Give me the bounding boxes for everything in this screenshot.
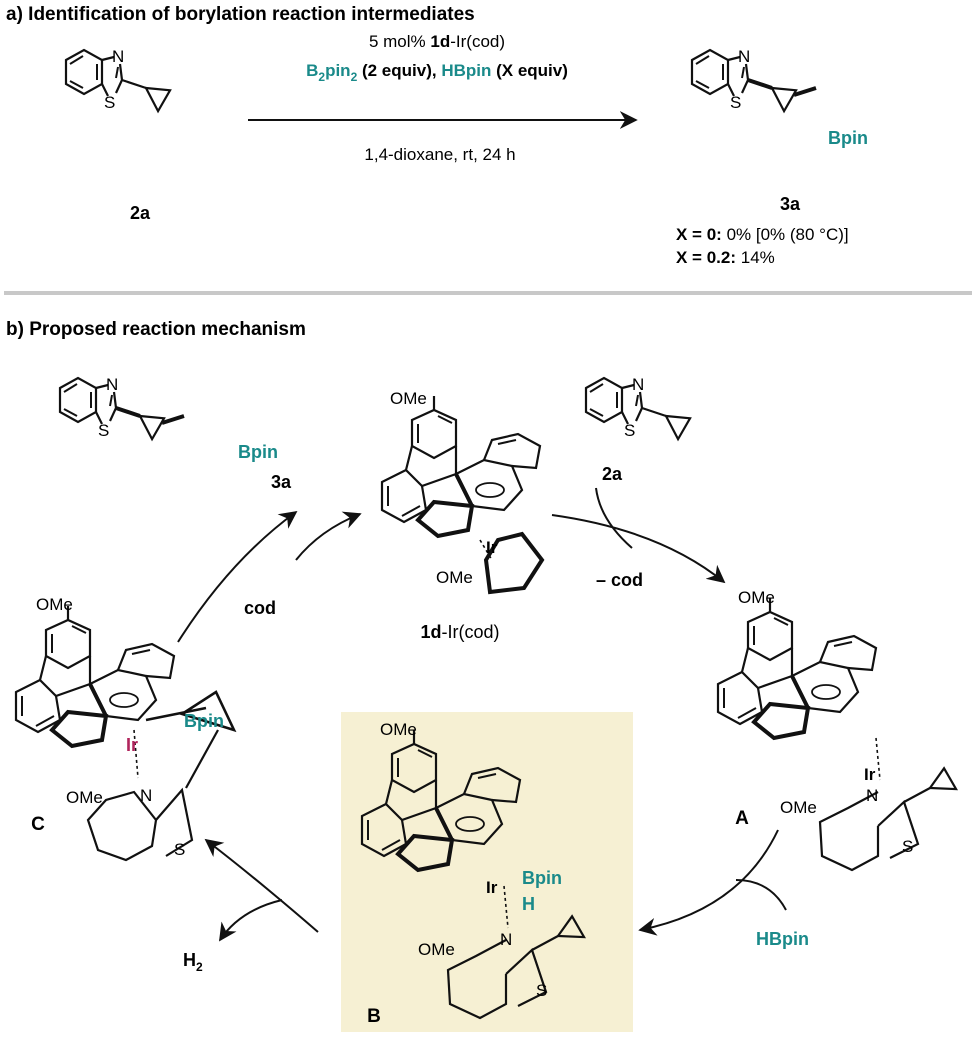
- arrow-h2-out: [219, 899, 283, 942]
- section-a-title: a) Identification of borylation reaction…: [6, 4, 475, 25]
- arrow-hbpin-in: [735, 879, 787, 911]
- A-ir: Ir: [864, 765, 876, 784]
- catalyst-1d-ir-cod-structure: [380, 396, 545, 595]
- catalyst-ir: Ir: [486, 538, 498, 557]
- arrow-cod-to-cat: [295, 511, 362, 561]
- product-bpin: Bpin: [828, 128, 868, 148]
- svg-text:S: S: [624, 421, 635, 440]
- section-b-title: b) Proposed reaction mechanism: [6, 319, 306, 340]
- substrate-2a-structure: N S: [64, 47, 172, 113]
- label-3a: 3a: [780, 194, 801, 214]
- mech-label-3a: 3a: [271, 472, 292, 492]
- label-hbpin: HBpin: [756, 929, 809, 949]
- svg-text:N: N: [106, 375, 118, 394]
- C-s: S: [174, 840, 185, 859]
- A-ome-bottom: OMe: [780, 798, 817, 817]
- svg-text:N: N: [112, 47, 124, 66]
- svg-text:S: S: [104, 93, 115, 112]
- A-s: S: [902, 837, 913, 856]
- A-ome-top: OMe: [738, 588, 775, 607]
- arrow-2a-in: [595, 487, 633, 549]
- label-B: B: [367, 1006, 381, 1027]
- A-n: N: [866, 786, 878, 805]
- mech-product-bpin: Bpin: [238, 442, 278, 462]
- intermediate-A-structure: [716, 598, 958, 872]
- C-ome-bottom: OMe: [66, 788, 103, 807]
- catalyst-label: 1d-Ir(cod): [420, 622, 499, 642]
- B-ir: Ir: [486, 878, 498, 897]
- arrow-A-to-B: [638, 829, 779, 936]
- B-n: N: [500, 930, 512, 949]
- arrow-C-to-3a: [177, 510, 298, 643]
- intermediate-C-structure: [14, 606, 237, 862]
- catalyst-ome-bottom: OMe: [436, 568, 473, 587]
- svg-text:S: S: [98, 421, 109, 440]
- arrow-B-to-C: [204, 838, 319, 933]
- B-s: S: [536, 981, 547, 1000]
- section-divider: [4, 291, 972, 295]
- C-bpin: Bpin: [184, 711, 224, 731]
- label-2a: 2a: [130, 203, 151, 223]
- B-ome-bottom: OMe: [418, 940, 455, 959]
- label-C: C: [31, 814, 45, 835]
- result-x02: X = 0.2: 14%: [676, 248, 775, 267]
- mech-product-3a-structure: N S: [58, 375, 185, 441]
- conditions-line3: 1,4-dioxane, rt, 24 h: [364, 145, 515, 164]
- conditions-line2: B2pin2 (2 equiv), HBpin (X equiv): [306, 61, 568, 84]
- label-h2: H2: [183, 950, 203, 974]
- svg-text:N: N: [632, 375, 644, 394]
- svg-text:N: N: [738, 47, 750, 66]
- B-hydride: H: [522, 894, 535, 914]
- C-ome-top: OMe: [36, 595, 73, 614]
- label-minus-cod: – cod: [596, 570, 643, 590]
- label-cod: cod: [244, 598, 276, 618]
- result-x0: X = 0: 0% [0% (80 °C)]: [676, 225, 849, 244]
- B-bpin: Bpin: [522, 868, 562, 888]
- intermediate-B-highlight: [341, 712, 633, 1032]
- label-A: A: [735, 808, 749, 829]
- C-n: N: [140, 786, 152, 805]
- C-ir: Ir: [126, 735, 138, 755]
- mech-label-2a: 2a: [602, 464, 623, 484]
- catalyst-ome-top: OMe: [390, 389, 427, 408]
- conditions-line1: 5 mol% 1d-Ir(cod): [369, 32, 505, 51]
- intermediate-B-structure: [360, 730, 586, 1020]
- B-ome-top: OMe: [380, 720, 417, 739]
- mech-substrate-2a-structure: N S: [584, 375, 692, 441]
- product-3a-structure: N S: [690, 47, 817, 113]
- svg-text:S: S: [730, 93, 741, 112]
- arrow-cat-to-A: [551, 514, 726, 584]
